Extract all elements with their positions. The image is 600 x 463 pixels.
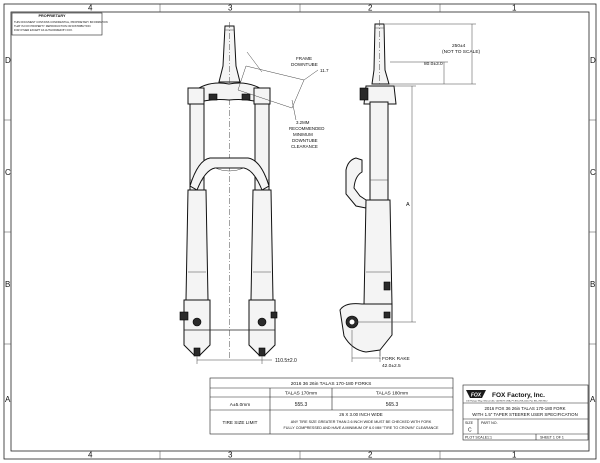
col-label-bottom: 3 [228,451,233,460]
plot-scale-value: 1:1 [487,436,492,440]
col-label-bottom: 1 [512,451,517,460]
label-frame-downtube-1: FRAME [296,56,312,61]
proprietary-line: THAT IS FOX PROPERTY. REPRODUCTION OR DI… [14,24,91,28]
spec-row-label: A±5.0mm [230,402,251,408]
tire-note-line-2: FULLY COMPRESSED AND HAVE A MINIMUM OF 6… [284,426,439,430]
col-label-top: 2 [368,4,373,13]
tire-limit: 26 X 3.00 INCH WIDE [339,412,383,417]
row-label-right: A [590,395,596,404]
spec-table [209,377,454,435]
tire-note-line-1: ANY TIRE SIZE GREATER THAN 2.6 INCH WIDE… [291,420,432,424]
col-label-top: 3 [228,4,233,13]
row-label-right: D [590,56,596,65]
col-label-top: 1 [512,4,517,13]
fork-rake-value: 42.0±2.5 [382,363,401,369]
col-label-top: 4 [88,4,93,13]
fork-front-view [179,22,319,364]
svg-text:DOWNTUBE: DOWNTUBE [292,138,318,143]
svg-text:3.2MM: 3.2MM [296,120,310,125]
col-label-bottom: 2 [368,451,373,460]
proprietary-line: FOR OTHER EXCEPT AS AUTHORIZED BY FOX. [14,28,73,32]
spec-val-170: 555.3 [295,402,308,408]
row-label-right: B [590,280,595,289]
zone-ticks [4,4,596,459]
spec-val-180: 565.3 [386,402,399,408]
steerer-dimension: 250±4 [452,43,466,49]
plot-scale-label: PLOT SCALE [465,436,488,440]
proprietary-box [11,12,103,36]
row-label-left: C [5,168,11,177]
clearance-note: 3.2MM RECOMMENDED MINIMUM DOWNTUBE CLEAR… [289,120,324,149]
company-name: FOX Factory, Inc. [492,392,545,399]
title-block [462,384,589,441]
angle-label: 11.7 [320,68,329,73]
part-no-label: PART NO. [481,421,498,425]
proprietary-title: PROPRIETARY [38,14,65,18]
label-frame-downtube-2: DOWNTUBE [291,62,318,67]
spec-col-180: TALAS 180mm [376,391,408,397]
size-value: C [468,428,472,434]
spec-table-title: 2016 36 26in TALAS 170-180 FORKS [291,381,372,387]
drawing-title-line-2: WITH 1.5" TAPER STEERER USER SPECIFICATI… [472,412,578,417]
steerer-note: (NOT TO SCALE) [442,49,481,55]
row-label-left: B [5,280,10,289]
fork-rake-label: FORK RAKE [382,356,410,362]
drawing-title-line-1: 2016 FOX 36 26in TALAS 170-180 FORK [484,406,565,411]
width-dimension: 110.5±2.0 [275,358,297,364]
size-label: SIZE [465,421,474,425]
row-label-left: D [5,56,11,65]
col-label-bottom: 4 [88,451,93,460]
proprietary-line: THIS DOCUMENT CONTAINS CONFIDENTIAL, PRO… [14,20,108,24]
axle-to-crown-symbol: A [406,202,410,208]
tire-size-label: TIRE SIZE LIMIT [223,420,258,425]
sheet-label: SHEET 1 OF 1 [540,436,564,440]
fork-side-view [339,19,476,362]
spec-col-170: TALAS 170mm [285,391,317,397]
svg-text:CLEARANCE: CLEARANCE [291,144,318,149]
fox-logo-text: FOX [471,393,482,399]
svg-text:RECOMMENDED: RECOMMENDED [289,126,324,131]
svg-text:MINIMUM: MINIMUM [293,132,313,137]
crown-dimension: 80.0±3.0 [424,61,443,67]
company-address: 130 Hangar Way, Watsonville, CA 95076 US… [466,400,548,403]
row-label-right: C [590,168,596,177]
row-label-left: A [5,395,11,404]
